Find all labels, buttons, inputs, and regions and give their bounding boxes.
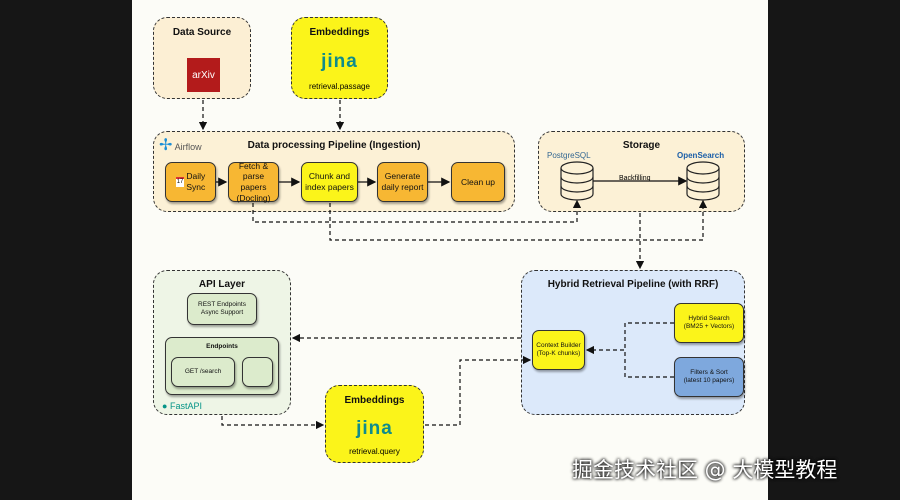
fastapi-logo: ● FastAPI (162, 401, 202, 411)
jina-logo: jina (321, 51, 358, 72)
jina-logo: jina (356, 418, 393, 439)
postgresql-logo: PostgreSQL (547, 151, 591, 160)
data-source-title: Data Source (172, 27, 232, 38)
endpoint-empty[interactable] (242, 357, 273, 387)
fastapi-label: FastAPI (169, 401, 202, 411)
context-builder-box[interactable]: Context Builder (Top-K chunks) (532, 330, 585, 370)
airflow-logo: ✢ Airflow (159, 135, 202, 155)
watermark: 掘金技术社区 @ 大模型教程 (572, 458, 838, 482)
storage-title: Storage (622, 140, 661, 151)
filters-sort-box[interactable]: Filters & Sort (latest 10 papers) (674, 357, 744, 397)
opensearch-logo: OpenSearch (677, 151, 725, 160)
storage-group: Storage PostgreSQL OpenSearch Backfillin… (538, 131, 745, 212)
airflow-pinwheel-icon: ✢ (159, 137, 173, 154)
fastapi-bolt-icon: ● (162, 401, 168, 411)
embeddings-passage-group: Embeddings jina retrieval.passage (291, 17, 388, 99)
step-label: Daily Sync (186, 171, 206, 192)
backfilling-label: Backfilling (619, 175, 651, 182)
step-generate-report[interactable]: Generate daily report (377, 162, 428, 202)
hybrid-retrieval-title: Hybrid Retrieval Pipeline (with RRF) (547, 279, 719, 290)
embeddings-query-task: retrieval.query (349, 447, 400, 456)
embeddings-query-title: Embeddings (344, 395, 405, 406)
endpoints-title: Endpoints (206, 343, 238, 350)
calendar-icon: 17 (175, 177, 185, 187)
embeddings-passage-task: retrieval.passage (309, 82, 370, 91)
rest-endpoints-box: REST Endpoints Async Support (187, 293, 257, 325)
arxiv-logo: arXiv (187, 58, 220, 92)
hybrid-search-box[interactable]: Hybrid Search (BM25 + Vectors) (674, 303, 744, 343)
ingestion-title: Data processing Pipeline (Ingestion) (247, 140, 421, 151)
airflow-label: Airflow (174, 142, 202, 152)
endpoint-get-search[interactable]: GET /search (171, 357, 235, 387)
api-layer-title: API Layer (198, 279, 246, 290)
step-chunk-index[interactable]: Chunk and index papers (301, 162, 358, 202)
step-fetch-parse[interactable]: Fetch & parse papers (Docling) (228, 161, 279, 203)
step-clean-up[interactable]: Clean up (451, 162, 505, 202)
embeddings-query-group: Embeddings jina retrieval.query (325, 385, 424, 463)
embeddings-passage-title: Embeddings (309, 27, 370, 38)
data-source-group: Data Source arXiv (153, 17, 251, 99)
